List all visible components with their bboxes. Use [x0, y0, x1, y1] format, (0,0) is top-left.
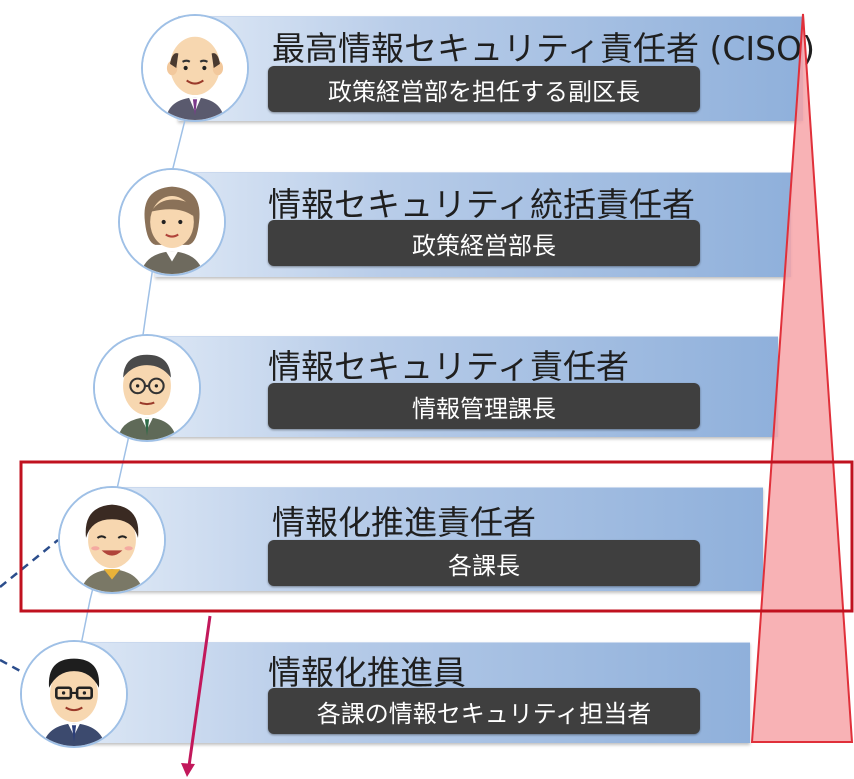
down-arrow-head-icon — [181, 763, 195, 777]
glasses-elder-person-icon — [93, 334, 201, 442]
dashed-link-line — [0, 539, 59, 588]
role-title: 情報セキュリティ責任者 — [268, 347, 630, 386]
role-subtitle: 政策経営部長 — [268, 220, 700, 266]
role-title: 最高情報セキュリティ責任者 (CISO) — [272, 29, 815, 68]
role-title: 情報化推進員 — [268, 653, 466, 692]
role-subtitle: 各課の情報セキュリティ担当者 — [268, 688, 700, 734]
role-title: 情報セキュリティ統括責任者 — [268, 185, 696, 224]
role-title: 情報化推進責任者 — [272, 503, 536, 542]
glasses-young-person-icon — [20, 640, 128, 748]
role-subtitle: 情報管理課長 — [268, 383, 700, 429]
dashed-link-line — [0, 658, 23, 674]
role-subtitle: 各課長 — [268, 540, 700, 586]
woman-person-icon — [118, 168, 226, 276]
bald-elder-person-icon — [141, 14, 249, 122]
smiling-person-icon — [58, 486, 166, 594]
role-subtitle: 政策経営部を担任する副区長 — [268, 66, 700, 112]
